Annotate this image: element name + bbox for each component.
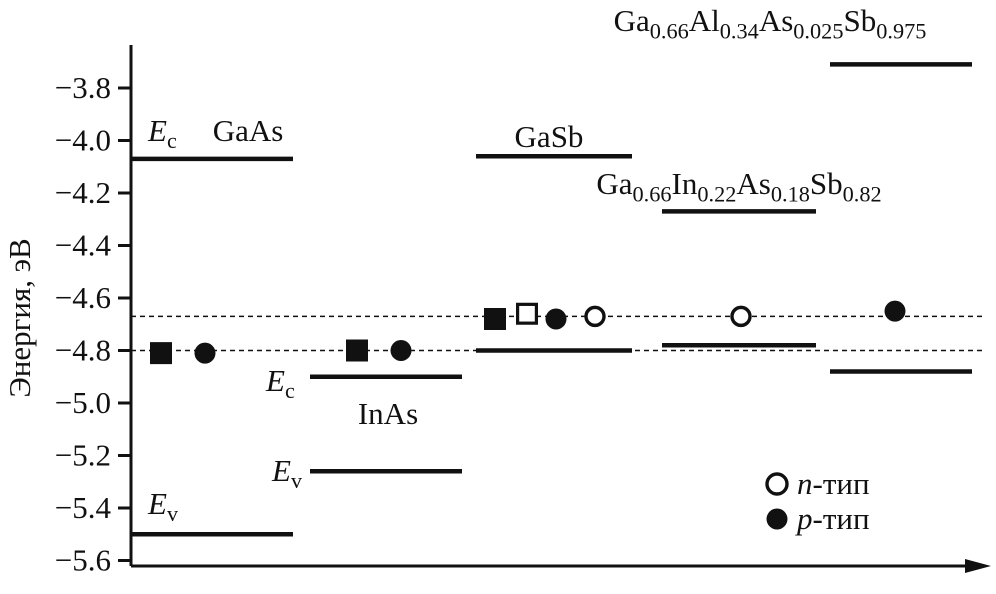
y-axis-title: Энергия, эВ: [2, 238, 37, 397]
y-tick-label: −5.0: [55, 385, 111, 420]
material-label-1: GaAs: [213, 113, 284, 148]
y-tick-label: −4.8: [55, 333, 111, 368]
data-point-circle-filled: [194, 342, 216, 364]
legend-circle-open-icon: [765, 472, 789, 496]
x-axis-arrowhead: [965, 559, 991, 573]
y-tick-label: −5.4: [55, 490, 112, 525]
band-edge-label: Ec: [265, 363, 295, 403]
y-tick-label: −4.4: [55, 228, 112, 263]
data-point-circle-filled: [884, 300, 906, 322]
y-tick-label: −4.2: [55, 175, 111, 210]
data-point-square-filled: [346, 339, 368, 362]
y-tick-label: −4.6: [55, 280, 111, 315]
data-point-circle-open: [730, 305, 752, 328]
y-tick-label: −3.8: [55, 70, 111, 105]
y-tick-label: −5.2: [55, 438, 111, 473]
band-edge-label: Ev: [271, 453, 302, 493]
data-point-square-open: [515, 302, 538, 325]
legend-label-2: p-тип: [795, 501, 870, 536]
data-point-circle-filled: [545, 308, 567, 330]
data-point-circle-filled: [390, 340, 412, 361]
material-label-5: Ga0.66Al0.34As0.025Sb0.975: [614, 3, 927, 43]
data-point-circle-open: [584, 305, 606, 328]
y-tick-label: −5.6: [55, 543, 111, 578]
data-point-square-filled: [150, 342, 172, 365]
legend-label-1: n-тип: [797, 466, 870, 501]
material-label-2: InAs: [358, 396, 418, 431]
material-label-3: GaSb: [515, 119, 584, 154]
band-edge-label: Ec: [147, 113, 177, 153]
y-tick-label: −4.0: [55, 123, 111, 158]
material-label-4: Ga0.66In0.22As0.18Sb0.82: [596, 166, 881, 206]
legend-circle-filled-icon: [766, 508, 788, 530]
data-point-square-filled: [484, 308, 506, 330]
band-edge-label: Ev: [147, 486, 178, 526]
